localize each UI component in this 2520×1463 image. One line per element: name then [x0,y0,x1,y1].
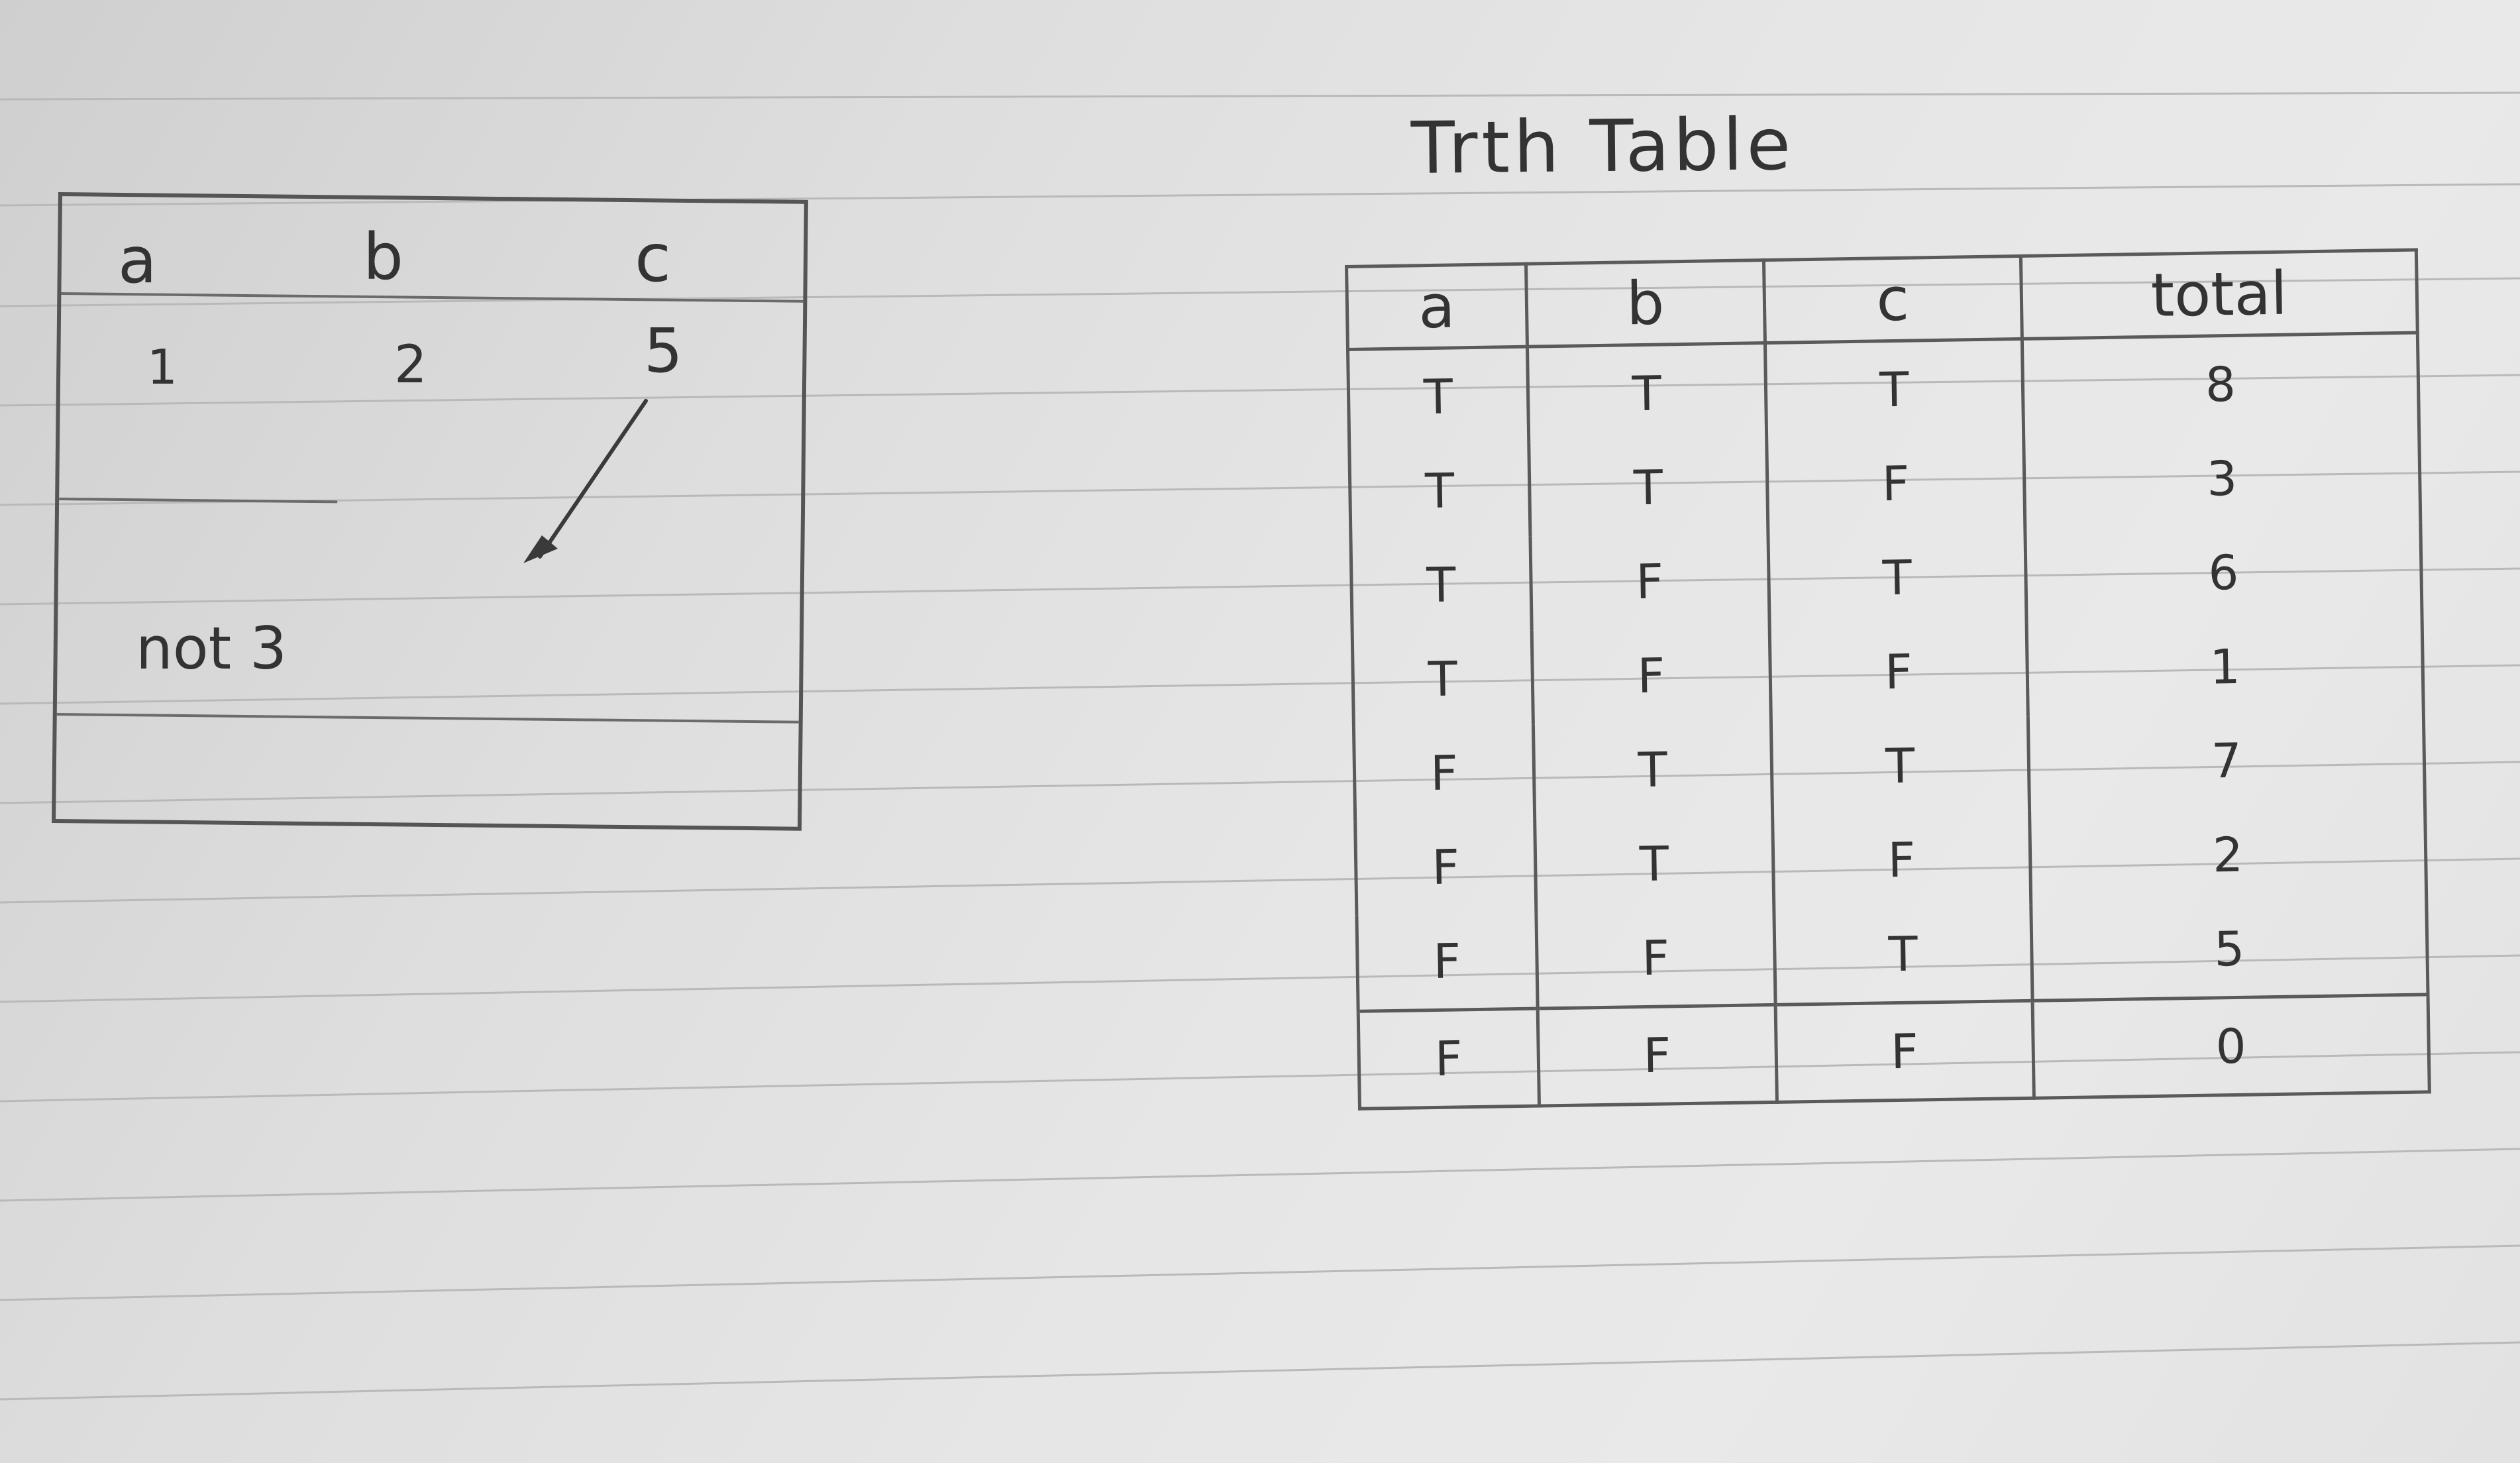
cell-total: 5 [2030,898,2428,1001]
cell-c: F [1769,622,2028,721]
left-header-b: b [363,220,403,294]
cell-a: T [1347,347,1529,445]
cell-b: F [1530,533,1769,631]
cell-a: T [1349,442,1530,539]
left-value-c: 5 [644,315,683,386]
cell-b: F [1531,627,1771,725]
cell-b: F [1537,1004,1777,1107]
left-box-divider [61,292,804,303]
cell-total: 0 [2032,994,2430,1099]
column-header-c: c [1763,256,2022,343]
cell-total: 6 [2024,522,2423,623]
left-box-divider [59,498,338,504]
cell-c: F [1772,810,2031,909]
left-value-b: 2 [394,335,427,395]
table-row: T F F 1 [1352,616,2424,728]
cell-a: F [1353,724,1535,822]
table-row: T T T 8 [1347,333,2419,445]
truth-table-title: Trth Table [1410,103,1795,191]
column-header-b: b [1526,260,1765,347]
table-row: F T F 2 [1355,804,2427,916]
cell-b: T [1527,343,1767,443]
cell-c: T [1765,339,2024,439]
left-box [52,192,808,831]
column-header-total: total [2021,250,2418,339]
cell-a: T [1351,536,1532,633]
cell-a: F [1355,818,1536,916]
cell-b: F [1536,908,1775,1009]
cell-total: 3 [2023,428,2421,529]
truth-table: a b c total T T T 8 T T F 3 T F T [1345,248,2431,1111]
cell-total: 7 [2028,710,2425,811]
cell-a: T [1352,630,1534,728]
left-value-a: 1 [147,339,178,395]
cell-c: T [1767,528,2026,627]
left-box-divider [56,713,799,724]
left-header-c: c [635,219,671,297]
table-row: F F F 0 [1358,994,2430,1109]
table-row: T F T 6 [1351,522,2423,633]
cell-total: 8 [2022,333,2419,435]
left-note: not 3 [136,614,288,682]
cell-a: F [1356,912,1538,1012]
cell-c: F [1766,434,2025,533]
cell-c: F [1775,1001,2034,1103]
cell-b: T [1528,439,1768,537]
table-row: F T T 7 [1353,710,2425,822]
cell-total: 1 [2026,616,2424,717]
column-header-a: a [1346,264,1528,350]
cell-c: T [1771,716,2030,815]
cell-a: F [1358,1008,1540,1109]
cell-b: T [1534,814,1774,913]
cell-b: T [1533,720,1773,819]
left-header-a: a [118,223,157,298]
table-row: T T F 3 [1349,428,2421,539]
cell-c: T [1773,904,2032,1005]
cell-total: 2 [2029,804,2427,905]
table-row: F F T 5 [1356,898,2428,1012]
